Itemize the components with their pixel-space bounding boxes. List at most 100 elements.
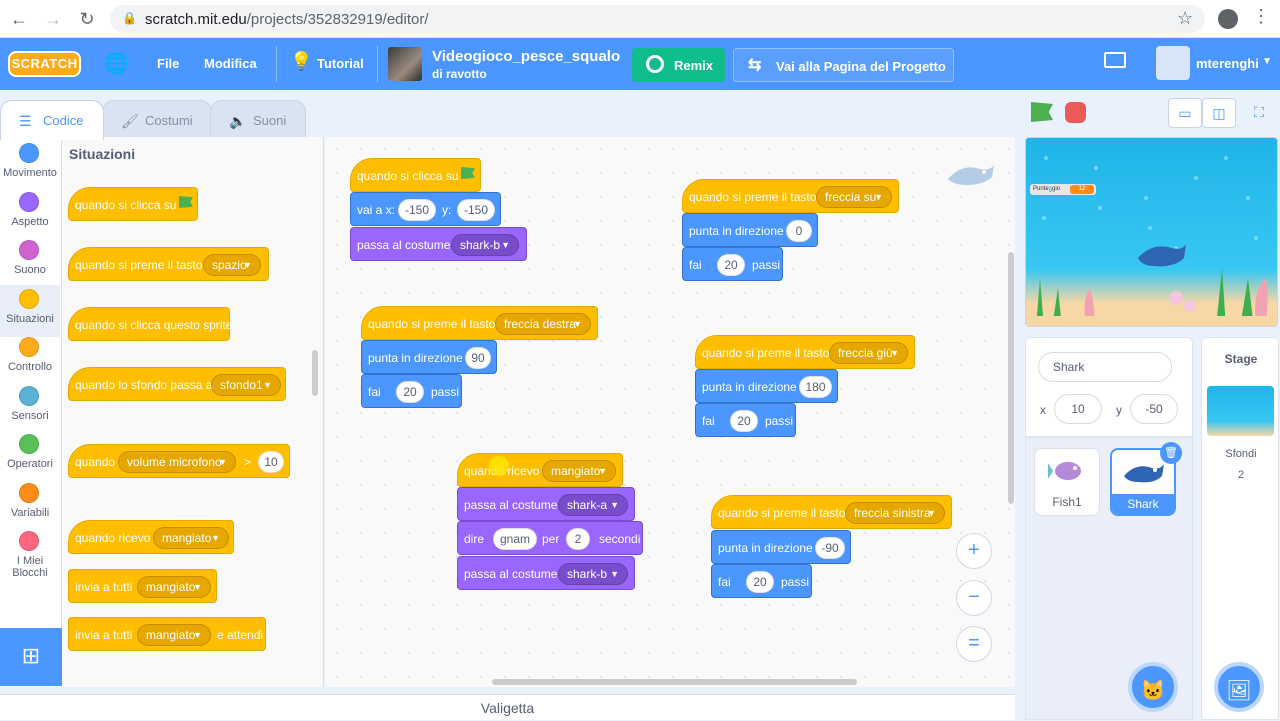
- message-dropdown[interactable]: mangiato▼: [137, 624, 211, 646]
- x-input[interactable]: 10: [1054, 394, 1102, 424]
- key-dropdown[interactable]: freccia giù▼: [829, 342, 908, 364]
- message-dropdown[interactable]: mangiato▼: [137, 576, 211, 598]
- value-input[interactable]: 10: [258, 451, 284, 473]
- block-point-direction[interactable]: punta in direzione 180: [695, 369, 838, 403]
- add-extension-button[interactable]: ⊞: [0, 628, 62, 686]
- large-stage-icon[interactable]: ◫: [1202, 98, 1236, 128]
- category-looks[interactable]: Aspetto: [0, 192, 60, 240]
- message-dropdown[interactable]: mangiato▼: [153, 527, 229, 549]
- green-flag-icon[interactable]: [1031, 102, 1053, 122]
- bookmark-star-icon[interactable]: ☆: [1177, 8, 1194, 28]
- block-go-to-xy[interactable]: vai a x: -150 y: -150: [350, 192, 501, 226]
- palette-scrollbar[interactable]: [312, 350, 318, 396]
- language-globe-icon[interactable]: 🌐: [104, 53, 129, 75]
- project-page-button[interactable]: ⇆ Vai alla Pagina del Progetto: [733, 48, 954, 82]
- direction-input[interactable]: -90: [815, 537, 845, 559]
- zoom-out-icon[interactable]: −: [956, 580, 992, 616]
- y-input[interactable]: -50: [1130, 394, 1178, 424]
- x-input[interactable]: -150: [398, 199, 436, 221]
- stage-thumbnail[interactable]: [1207, 386, 1274, 436]
- small-stage-icon[interactable]: ▭: [1168, 98, 1202, 128]
- block-move-steps[interactable]: fai 20 passi: [711, 564, 812, 598]
- key-dropdown[interactable]: freccia destra▼: [495, 313, 591, 335]
- steps-input[interactable]: 20: [717, 254, 745, 276]
- add-sprite-icon[interactable]: 🐱: [1128, 662, 1178, 712]
- block-switch-costume[interactable]: passa al costume shark-a▼: [457, 487, 635, 521]
- palette-block-when-flag[interactable]: quando si clicca su: [68, 187, 198, 221]
- steps-input[interactable]: 20: [746, 571, 774, 593]
- costume-dropdown[interactable]: shark-b▼: [451, 234, 519, 256]
- tutorial-link[interactable]: Tutorial: [317, 56, 364, 71]
- tab-sounds[interactable]: 🔈 Suoni: [210, 100, 306, 138]
- stage-target-panel[interactable]: Stage Sfondi 2: [1201, 337, 1279, 720]
- block-switch-costume[interactable]: passa al costume shark-b▼: [457, 556, 635, 590]
- backdrop-dropdown[interactable]: sfondo1▼: [211, 374, 281, 396]
- tab-code[interactable]: ☰ Codice: [0, 100, 104, 140]
- remix-button[interactable]: Remix: [632, 48, 725, 82]
- y-input[interactable]: -150: [457, 199, 495, 221]
- costume-dropdown[interactable]: shark-a▼: [558, 494, 628, 516]
- workspace-horizontal-scrollbar[interactable]: [492, 679, 857, 685]
- script-when-up-arrow[interactable]: quando si preme il tasto freccia su▼: [682, 179, 899, 213]
- category-operators[interactable]: Operatori: [0, 434, 60, 482]
- project-title[interactable]: Videogioco_pesce_squalo: [432, 48, 621, 65]
- script-when-down-arrow[interactable]: quando si preme il tasto freccia giù▼: [695, 335, 915, 369]
- script-when-left-arrow[interactable]: quando si preme il tasto freccia sinistr…: [711, 495, 952, 529]
- steps-input[interactable]: 20: [730, 410, 758, 432]
- key-dropdown[interactable]: freccia su▼: [816, 186, 892, 208]
- steps-input[interactable]: 20: [396, 381, 424, 403]
- palette-block-when-key[interactable]: quando si preme il tasto spazio▼: [68, 247, 269, 281]
- block-switch-costume[interactable]: passa al costume shark-b▼: [350, 227, 527, 261]
- palette-block-broadcast-wait[interactable]: invia a tutti mangiato▼ e attendi: [68, 617, 266, 651]
- block-point-direction[interactable]: punta in direzione 90: [361, 340, 497, 374]
- key-dropdown[interactable]: spazio▼: [203, 254, 261, 276]
- category-motion[interactable]: Movimento: [0, 143, 60, 191]
- backpack-bar[interactable]: Valigetta: [0, 694, 1015, 720]
- my-stuff-folder-icon[interactable]: [1104, 52, 1126, 68]
- palette-block-broadcast[interactable]: invia a tutti mangiato▼: [68, 569, 217, 603]
- costume-dropdown[interactable]: shark-b▼: [558, 563, 628, 585]
- reload-icon[interactable]: ↻: [79, 9, 95, 29]
- palette-block-when-sensor[interactable]: quando volume microfono▼ > 10: [68, 444, 290, 478]
- chevron-down-icon[interactable]: ▼: [1262, 56, 1272, 67]
- key-dropdown[interactable]: freccia sinistra▼: [845, 502, 945, 524]
- script-when-right-arrow[interactable]: quando si preme il tasto freccia destra▼: [361, 306, 598, 340]
- seconds-input[interactable]: 2: [566, 528, 590, 550]
- category-events[interactable]: Situazioni: [0, 285, 60, 337]
- stop-icon[interactable]: [1065, 102, 1086, 123]
- edit-menu[interactable]: Modifica: [204, 56, 257, 71]
- block-move-steps[interactable]: fai 20 passi: [695, 403, 796, 437]
- palette-block-when-sprite-clicked[interactable]: quando si clicca questo sprite: [68, 307, 232, 341]
- direction-input[interactable]: 90: [465, 347, 491, 369]
- fullscreen-icon[interactable]: ⛶: [1254, 104, 1264, 120]
- block-move-steps[interactable]: fai 20 passi: [682, 247, 783, 281]
- category-control[interactable]: Controllo: [0, 337, 60, 385]
- tutorial-bulb-icon[interactable]: 💡: [290, 51, 313, 71]
- block-point-direction[interactable]: punta in direzione -90: [711, 530, 851, 564]
- message-input[interactable]: gnam: [493, 528, 537, 550]
- forward-icon[interactable]: →: [44, 9, 62, 29]
- zoom-reset-icon[interactable]: =: [956, 626, 992, 662]
- scratch-logo[interactable]: SCRATCH: [8, 51, 81, 77]
- delete-sprite-icon[interactable]: 🗑: [1160, 442, 1182, 464]
- sprite-tile-fish1[interactable]: Fish1: [1034, 448, 1100, 516]
- script-when-receive[interactable]: quando ricevo mangiato▼: [457, 453, 623, 487]
- category-sound[interactable]: Suono: [0, 240, 60, 288]
- direction-input[interactable]: 0: [786, 220, 812, 242]
- block-say-for-secs[interactable]: dire gnam per 2 secondi: [457, 521, 643, 555]
- block-point-direction[interactable]: punta in direzione 0: [682, 213, 818, 247]
- direction-input[interactable]: 180: [799, 376, 832, 398]
- address-bar[interactable]: 🔒 scratch.mit.edu/projects/352832919/edi…: [110, 5, 1205, 33]
- author-avatar[interactable]: [388, 47, 422, 81]
- category-my-blocks[interactable]: I Miei Blocchi: [0, 531, 60, 587]
- sprite-name-input[interactable]: Shark: [1038, 352, 1172, 382]
- stage-canvas[interactable]: Punteggio 12: [1025, 137, 1278, 327]
- block-move-steps[interactable]: fai 20 passi: [361, 374, 462, 408]
- add-backdrop-icon[interactable]: 🖼: [1214, 662, 1264, 712]
- sensor-dropdown[interactable]: volume microfono▼: [118, 451, 236, 473]
- palette-block-when-receive[interactable]: quando ricevo mangiato▼: [68, 520, 234, 554]
- category-variables[interactable]: Variabili: [0, 483, 60, 531]
- script-when-flag-clicked[interactable]: quando si clicca su: [350, 158, 481, 192]
- palette-block-when-backdrop[interactable]: quando lo sfondo passa a sfondo1▼: [68, 367, 286, 401]
- back-icon[interactable]: ←: [10, 9, 28, 29]
